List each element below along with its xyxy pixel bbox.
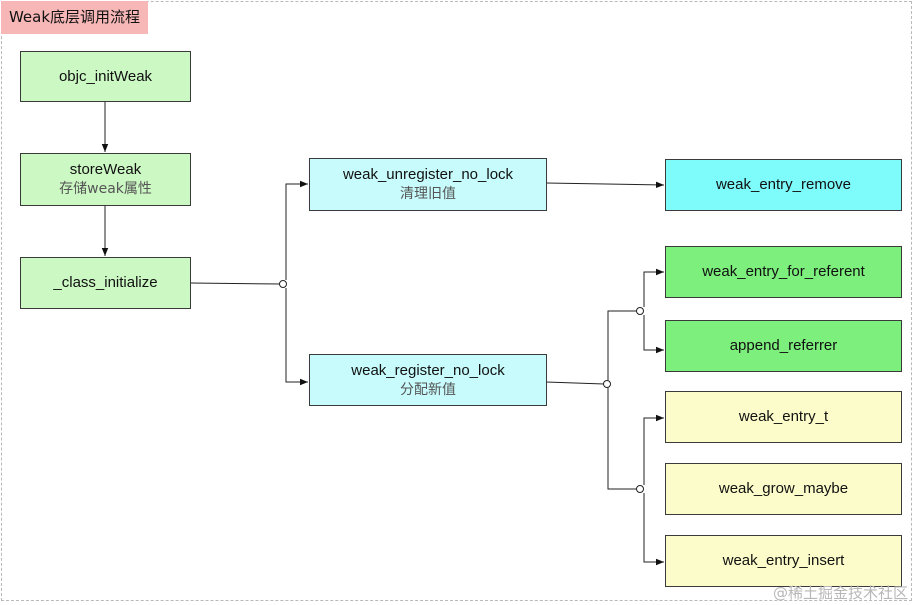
node-objc-init-weak: objc_initWeak xyxy=(20,51,191,102)
edge-upper-referent xyxy=(643,268,664,307)
edge-junction-upper xyxy=(607,310,637,380)
edge-junction-register xyxy=(285,288,308,386)
node-weak-entry-remove: weak_entry_remove xyxy=(665,159,902,211)
node-append-referrer: append_referrer xyxy=(665,320,902,372)
edge-unregister-remove xyxy=(545,181,665,189)
node-weak-unregister: weak_unregister_no_lock 清理旧值 xyxy=(309,158,547,211)
node-label: weak_entry_for_referent xyxy=(702,263,865,280)
diagram-title: Weak底层调用流程 xyxy=(1,1,148,34)
edge-junction-lower xyxy=(607,388,637,490)
node-weak-entry-t: weak_entry_t xyxy=(665,391,902,443)
node-weak-entry-for-referent: weak_entry_for_referent xyxy=(665,246,902,298)
edge-lower-entryt xyxy=(643,414,664,485)
edge-junction-unregister xyxy=(285,180,308,280)
node-sublabel: 清理旧值 xyxy=(400,186,456,202)
junction-dot xyxy=(636,307,644,315)
node-label: append_referrer xyxy=(729,337,838,354)
node-label: storeWeak xyxy=(69,161,142,178)
node-weak-register: weak_register_no_lock 分配新值 xyxy=(309,354,547,406)
node-label: weak_entry_insert xyxy=(722,552,845,569)
node-label: objc_initWeak xyxy=(58,67,153,85)
watermark: @稀土掘金技术社区 xyxy=(772,584,908,602)
node-class-initialize: _class_initialize xyxy=(20,257,191,309)
junction-dot xyxy=(603,380,611,388)
node-weak-grow-maybe: weak_grow_maybe xyxy=(665,463,902,515)
node-label: weak_grow_maybe xyxy=(718,480,849,497)
edge-lower-insert xyxy=(643,493,664,566)
node-sublabel: 存储weak属性 xyxy=(59,181,152,197)
node-sublabel: 分配新值 xyxy=(400,381,456,398)
node-label: weak_unregister_no_lock xyxy=(342,166,514,183)
edge-classinit-junction xyxy=(189,282,283,285)
edge-register-junction xyxy=(545,381,605,385)
junction-dot xyxy=(636,485,644,493)
edge-upper-append xyxy=(643,315,664,354)
node-weak-entry-insert: weak_entry_insert xyxy=(665,535,902,587)
node-label: weak_register_no_lock xyxy=(351,361,505,379)
node-store-weak: storeWeak 存储weak属性 xyxy=(20,153,191,206)
node-label: _class_initialize xyxy=(53,274,158,291)
junction-dot xyxy=(279,280,287,288)
node-label: weak_entry_remove xyxy=(715,176,852,193)
node-label: weak_entry_t xyxy=(738,408,829,425)
